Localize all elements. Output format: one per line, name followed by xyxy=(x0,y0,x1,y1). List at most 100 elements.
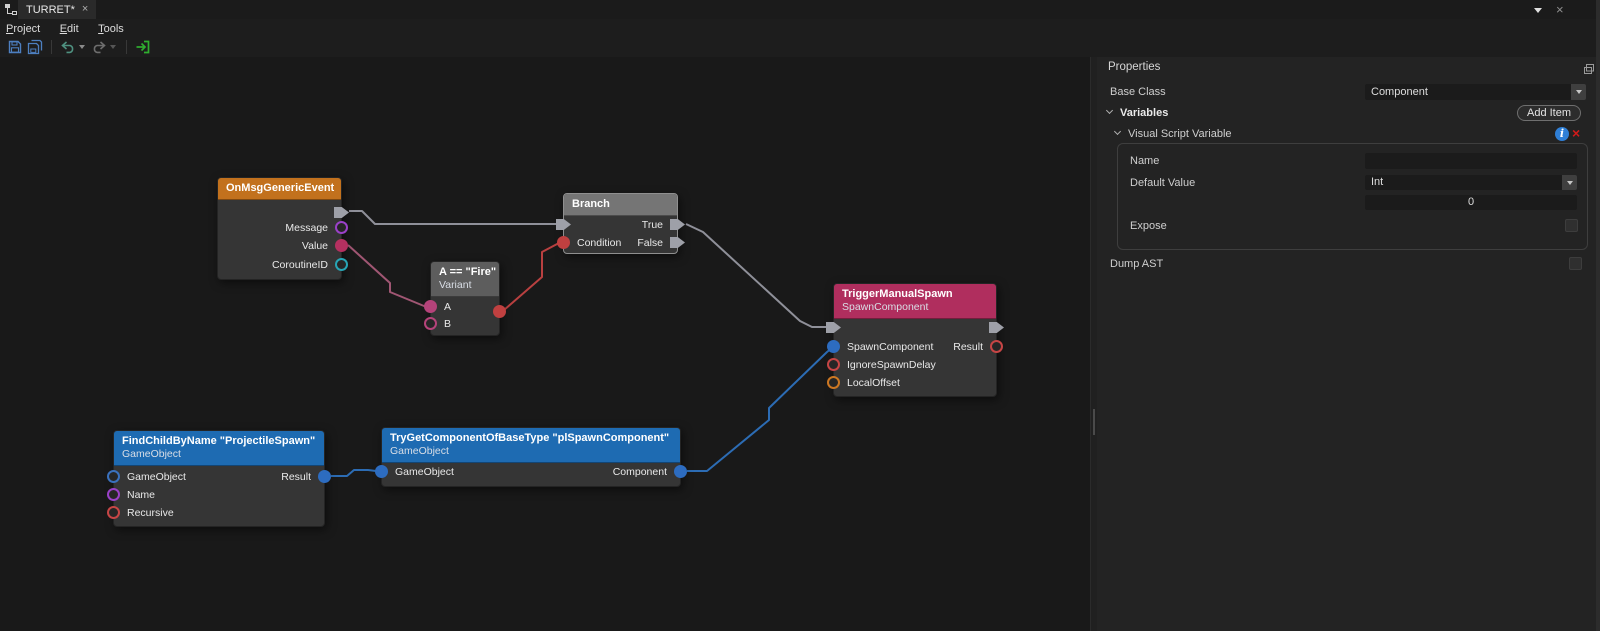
menu-project[interactable]: Project xyxy=(6,23,41,35)
expose-label: Expose xyxy=(1130,220,1167,232)
node-triggermanualspawn[interactable]: TriggerManualSpawn SpawnComponent SpawnC… xyxy=(826,283,1004,397)
pin-label: Recursive xyxy=(127,507,174,519)
compare-output-pin[interactable] xyxy=(493,305,506,318)
recursive-input-pin[interactable] xyxy=(107,506,120,519)
name-input[interactable] xyxy=(1365,153,1577,169)
gameobject-input-pin[interactable] xyxy=(107,470,120,483)
redo-dropdown-caret-icon[interactable] xyxy=(110,44,116,49)
pin-label: Condition xyxy=(577,237,622,249)
result-output-pin[interactable] xyxy=(318,470,331,483)
node-onmsggenericevent[interactable]: OnMsgGenericEvent Message Value Coroutin… xyxy=(217,177,349,280)
undo-icon[interactable] xyxy=(58,38,78,56)
pin-label: IgnoreSpawnDelay xyxy=(847,359,936,371)
script-graph-icon xyxy=(4,3,18,22)
base-class-value: Component xyxy=(1371,85,1428,98)
message-output-pin[interactable] xyxy=(335,221,348,234)
false-exec-output-pin[interactable] xyxy=(670,237,685,248)
save-icon[interactable] xyxy=(5,38,25,56)
node-subtitle: Variant xyxy=(439,279,472,291)
true-exec-output-pin[interactable] xyxy=(670,219,685,230)
tabbar-close-icon[interactable]: × xyxy=(1556,2,1564,17)
spawncomponent-input-pin[interactable] xyxy=(827,340,840,353)
exec-output-pin[interactable] xyxy=(334,207,349,218)
node-compare-fire[interactable]: A == "Fire" Variant A B xyxy=(424,261,506,336)
node-title: OnMsgGenericEvent xyxy=(226,182,335,194)
ignorespawndelay-input-pin[interactable] xyxy=(827,358,840,371)
wire-exec-onmsg-to-branch[interactable] xyxy=(349,210,557,225)
node-header: A == "Fire" Variant xyxy=(431,262,499,297)
panel-splitter[interactable] xyxy=(1090,57,1097,631)
value-output-pin[interactable] xyxy=(335,239,348,252)
pin-label: Name xyxy=(127,489,156,501)
menu-tools[interactable]: Tools xyxy=(98,23,124,35)
window-edge-scrollbar[interactable] xyxy=(1596,0,1600,631)
wire-compare-to-condition[interactable] xyxy=(503,242,560,311)
pin-label: A xyxy=(444,301,452,313)
redo-icon[interactable] xyxy=(89,38,109,56)
base-class-dropdown[interactable]: Component xyxy=(1365,84,1586,100)
exec-input-pin[interactable] xyxy=(826,322,841,333)
node-header: Branch xyxy=(564,194,677,216)
tab-bar: TURRET* × × xyxy=(0,0,1600,19)
pin-label: Value xyxy=(301,240,328,252)
pin-label: GameObject xyxy=(395,466,454,478)
node-branch[interactable]: Branch True Condition False xyxy=(556,193,685,254)
pin-label: B xyxy=(444,318,452,330)
gameobject-input-pin[interactable] xyxy=(375,465,388,478)
delete-item-icon[interactable]: × xyxy=(1572,125,1581,141)
toolbar-separator xyxy=(126,39,127,54)
node-subtitle: GameObject xyxy=(122,448,181,460)
default-value-input[interactable]: 0 xyxy=(1365,195,1577,210)
wire-true-to-triggerspawn[interactable] xyxy=(685,223,826,328)
node-header: TriggerManualSpawn SpawnComponent xyxy=(834,284,996,319)
node-title: TryGetComponentOfBaseType "plSpawnCompon… xyxy=(390,432,670,444)
localoffset-input-pin[interactable] xyxy=(827,376,840,389)
pin-label: False xyxy=(637,237,663,249)
pin-label: Result xyxy=(281,471,311,483)
dropdown-caret-icon[interactable] xyxy=(1571,84,1586,100)
chevron-down-icon xyxy=(1113,127,1122,136)
menu-bar: Project Edit Tools xyxy=(0,19,1600,36)
variables-label: Variables xyxy=(1120,107,1169,119)
component-output-pin[interactable] xyxy=(674,465,687,478)
pin-label: CoroutineID xyxy=(271,259,328,271)
a-input-pin[interactable] xyxy=(424,300,437,313)
tab-overflow-caret-icon[interactable] xyxy=(1534,8,1542,13)
node-title: FindChildByName "ProjectileSpawn" xyxy=(122,435,316,447)
float-window-icon[interactable] xyxy=(1583,62,1595,80)
coroutineid-output-pin[interactable] xyxy=(335,258,348,271)
variables-section-header[interactable]: Variables xyxy=(1105,105,1169,121)
node-trygetcomponent[interactable]: TryGetComponentOfBaseType "plSpawnCompon… xyxy=(375,427,687,487)
dump-ast-checkbox[interactable] xyxy=(1569,257,1582,270)
tab-close-icon[interactable]: × xyxy=(81,3,89,15)
wire-result-to-gameobject[interactable] xyxy=(331,469,377,477)
expose-checkbox[interactable] xyxy=(1565,219,1578,232)
undo-dropdown-caret-icon[interactable] xyxy=(79,44,85,49)
panel-title: Properties xyxy=(1108,61,1161,73)
name-label: Name xyxy=(1130,155,1160,167)
condition-input-pin[interactable] xyxy=(557,236,570,249)
node-subtitle: SpawnComponent xyxy=(842,301,929,313)
save-all-icon[interactable] xyxy=(25,38,45,56)
tab-turret[interactable]: TURRET* × xyxy=(18,0,97,19)
info-icon[interactable]: i xyxy=(1555,127,1569,141)
node-title: TriggerManualSpawn xyxy=(842,288,953,300)
node-findchildbyname[interactable]: FindChildByName "ProjectileSpawn" GameOb… xyxy=(107,430,331,527)
result-output-pin[interactable] xyxy=(990,340,1003,353)
type-dropdown[interactable]: Int xyxy=(1365,175,1577,190)
visual-script-variable-label: Visual Script Variable xyxy=(1128,128,1232,140)
visual-script-variable-header[interactable]: Visual Script Variable xyxy=(1113,126,1232,142)
exec-output-pin[interactable] xyxy=(989,322,1004,333)
exec-input-pin[interactable] xyxy=(556,219,571,230)
run-export-icon[interactable] xyxy=(133,38,153,56)
name-input-pin[interactable] xyxy=(107,488,120,501)
dump-ast-label: Dump AST xyxy=(1110,258,1164,270)
b-input-pin[interactable] xyxy=(424,317,437,330)
toolbar-separator xyxy=(51,39,52,54)
pin-label: Result xyxy=(953,341,983,353)
node-title: Branch xyxy=(572,198,610,210)
menu-edit[interactable]: Edit xyxy=(59,23,79,35)
add-item-button[interactable]: Add Item xyxy=(1517,105,1581,121)
dropdown-caret-icon[interactable] xyxy=(1562,175,1577,190)
